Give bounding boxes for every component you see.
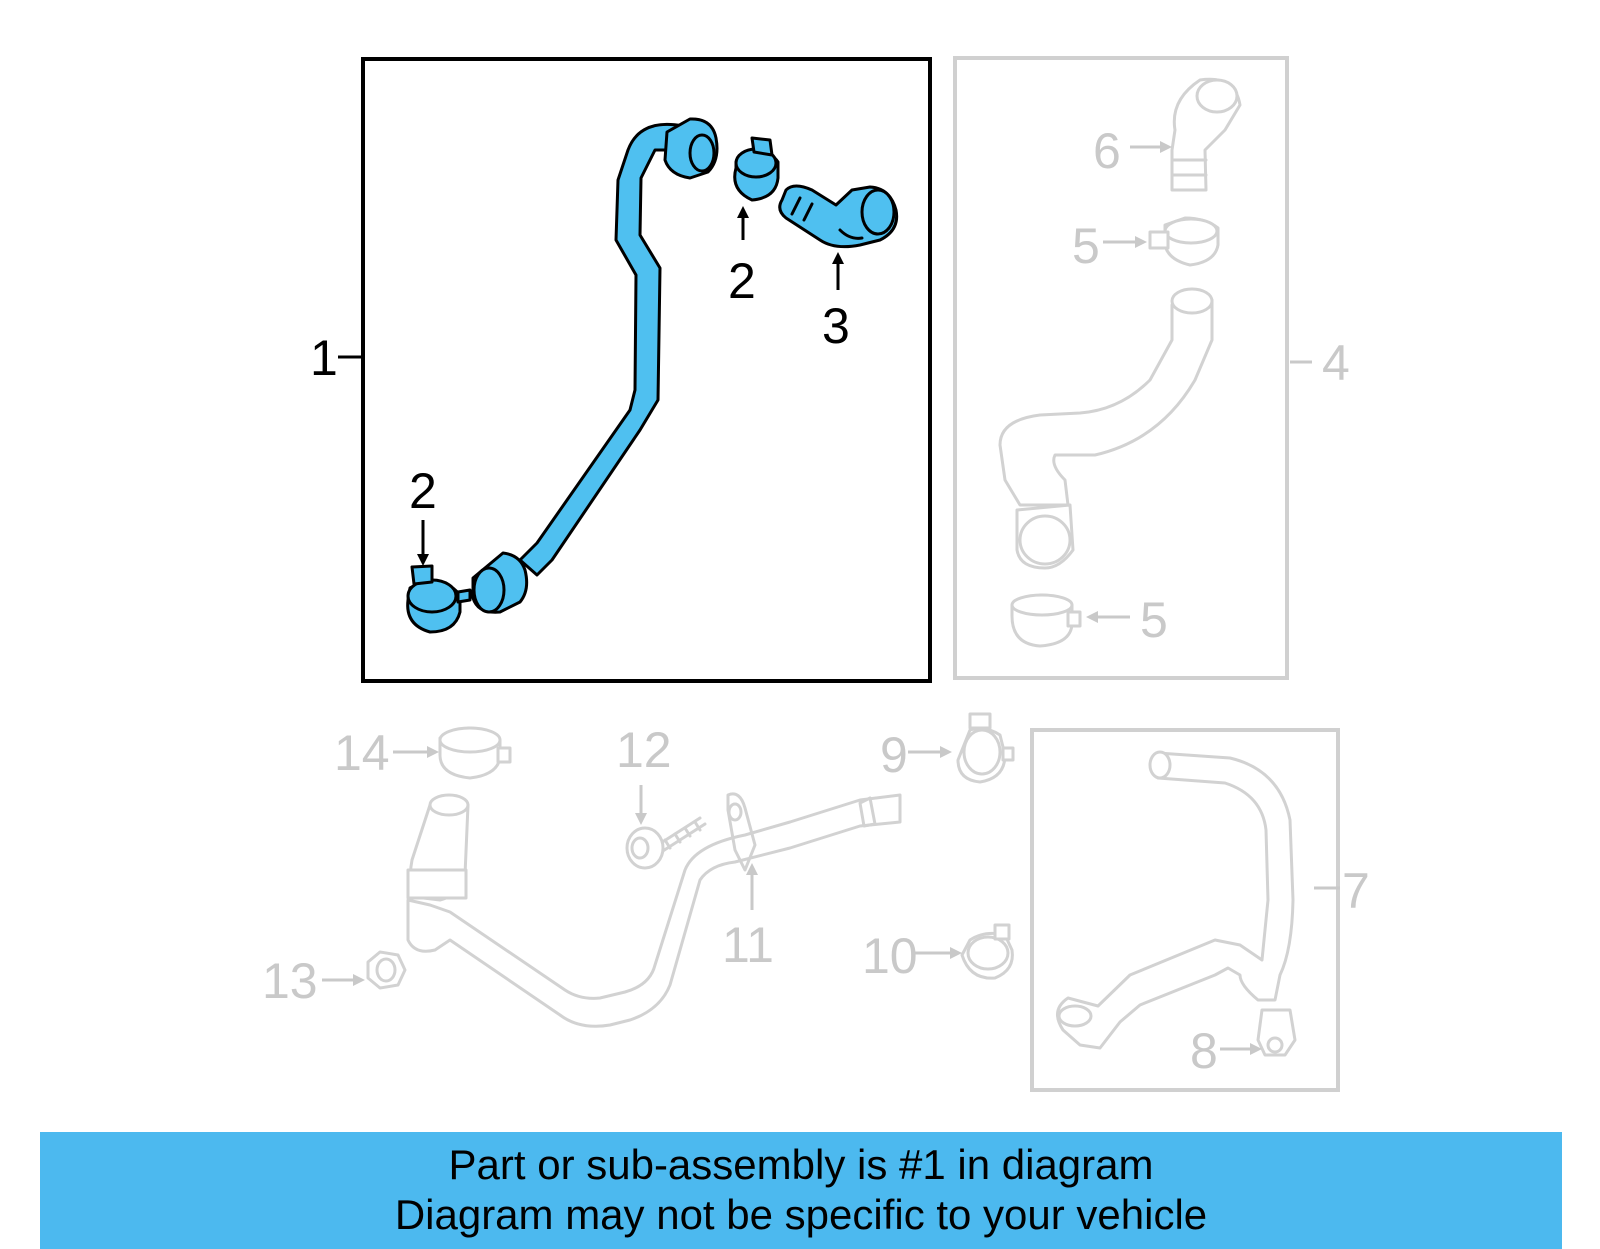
frame-part-7 <box>1030 728 1340 1092</box>
grey-leaders-box7 <box>908 746 1340 1055</box>
nut-part-13 <box>366 950 407 990</box>
hose-part-4 <box>998 287 1214 570</box>
hose-part-14-assembly <box>406 793 470 902</box>
hose-assembly-part-1[interactable] <box>471 117 719 614</box>
callout-1: 1 <box>310 330 338 386</box>
clamp-part-2-lower[interactable] <box>406 564 472 634</box>
bolt-part-12 <box>625 816 707 870</box>
callout-13: 13 <box>262 953 318 1009</box>
callout-10: 10 <box>862 928 918 984</box>
clamp-part-5-lower <box>1010 593 1082 648</box>
clamp-part-2-upper[interactable] <box>733 136 780 202</box>
clamp-part-9 <box>956 712 1015 784</box>
callout-5-lower: 5 <box>1140 592 1168 648</box>
callout-12: 12 <box>616 722 672 778</box>
callout-9: 9 <box>880 727 908 783</box>
callout-14: 14 <box>334 725 390 781</box>
banner-line-2: Diagram may not be specific to your vehi… <box>394 1191 1208 1238</box>
callout-7: 7 <box>1342 863 1370 919</box>
grey-leaders-lower <box>322 746 758 986</box>
callout-2-lower: 2 <box>409 463 437 519</box>
frame-part-4 <box>953 56 1289 680</box>
banner-line-1: Part or sub-assembly is #1 in diagram <box>448 1141 1154 1188</box>
grey-leaders-box4 <box>1086 141 1312 623</box>
clamp-part-14 <box>438 726 512 780</box>
pipe-part-11 <box>406 792 902 1028</box>
hose-part-7 <box>1056 750 1295 1050</box>
dark-leaders <box>338 206 844 566</box>
callout-2-upper: 2 <box>728 253 756 309</box>
callout-6: 6 <box>1093 123 1121 179</box>
connector-part-6 <box>1170 77 1242 192</box>
callout-8: 8 <box>1190 1023 1218 1079</box>
clamp-part-10 <box>960 923 1014 980</box>
info-banner: Part or sub-assembly is #1 in diagram Di… <box>40 1132 1562 1249</box>
highlight-frame <box>361 57 932 683</box>
callout-5-upper: 5 <box>1072 218 1100 274</box>
elbow-hose-part-3[interactable] <box>778 184 899 249</box>
callout-11: 11 <box>722 917 774 973</box>
clamp-part-5-upper <box>1148 216 1220 267</box>
callout-4: 4 <box>1322 335 1350 391</box>
fitting-part-8 <box>1256 1008 1297 1057</box>
callout-3: 3 <box>822 298 850 354</box>
